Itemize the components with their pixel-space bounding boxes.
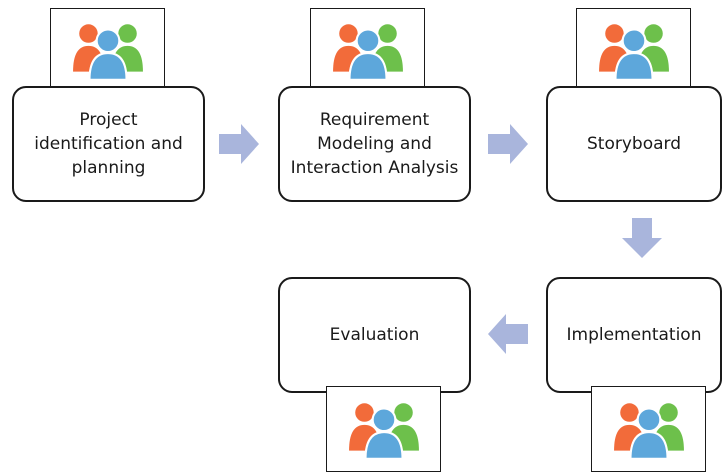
arrow-right-icon: [488, 124, 528, 164]
arrow-down-icon: [622, 218, 662, 258]
step-label: Implementation: [566, 325, 702, 345]
team-icon: [331, 23, 404, 80]
arrow-right-icon: [219, 124, 259, 164]
step-requirement-modeling: Requirement Modeling and Interaction Ana…: [278, 86, 471, 202]
team-icon: [612, 402, 685, 459]
step-project-identification: Project identification and planning: [12, 86, 205, 202]
step-label: Requirement Modeling and Interaction Ana…: [290, 110, 459, 178]
step-storyboard: Storyboard: [546, 86, 722, 202]
team-icon-tile-2: [310, 8, 425, 92]
team-icon-tile-5: [591, 386, 706, 472]
arrow-left-icon: [488, 314, 528, 354]
step-label: Evaluation: [329, 325, 420, 345]
team-icon-tile-4: [326, 386, 441, 472]
step-label: Project identification and planning: [34, 110, 183, 178]
team-icon-tile-1: [50, 8, 165, 92]
step-evaluation: Evaluation: [278, 277, 471, 393]
team-icon: [347, 402, 420, 459]
step-implementation: Implementation: [546, 277, 722, 393]
team-icon: [597, 23, 670, 80]
step-label: Storyboard: [587, 134, 681, 154]
team-icon-tile-3: [576, 8, 691, 92]
team-icon: [71, 23, 144, 80]
